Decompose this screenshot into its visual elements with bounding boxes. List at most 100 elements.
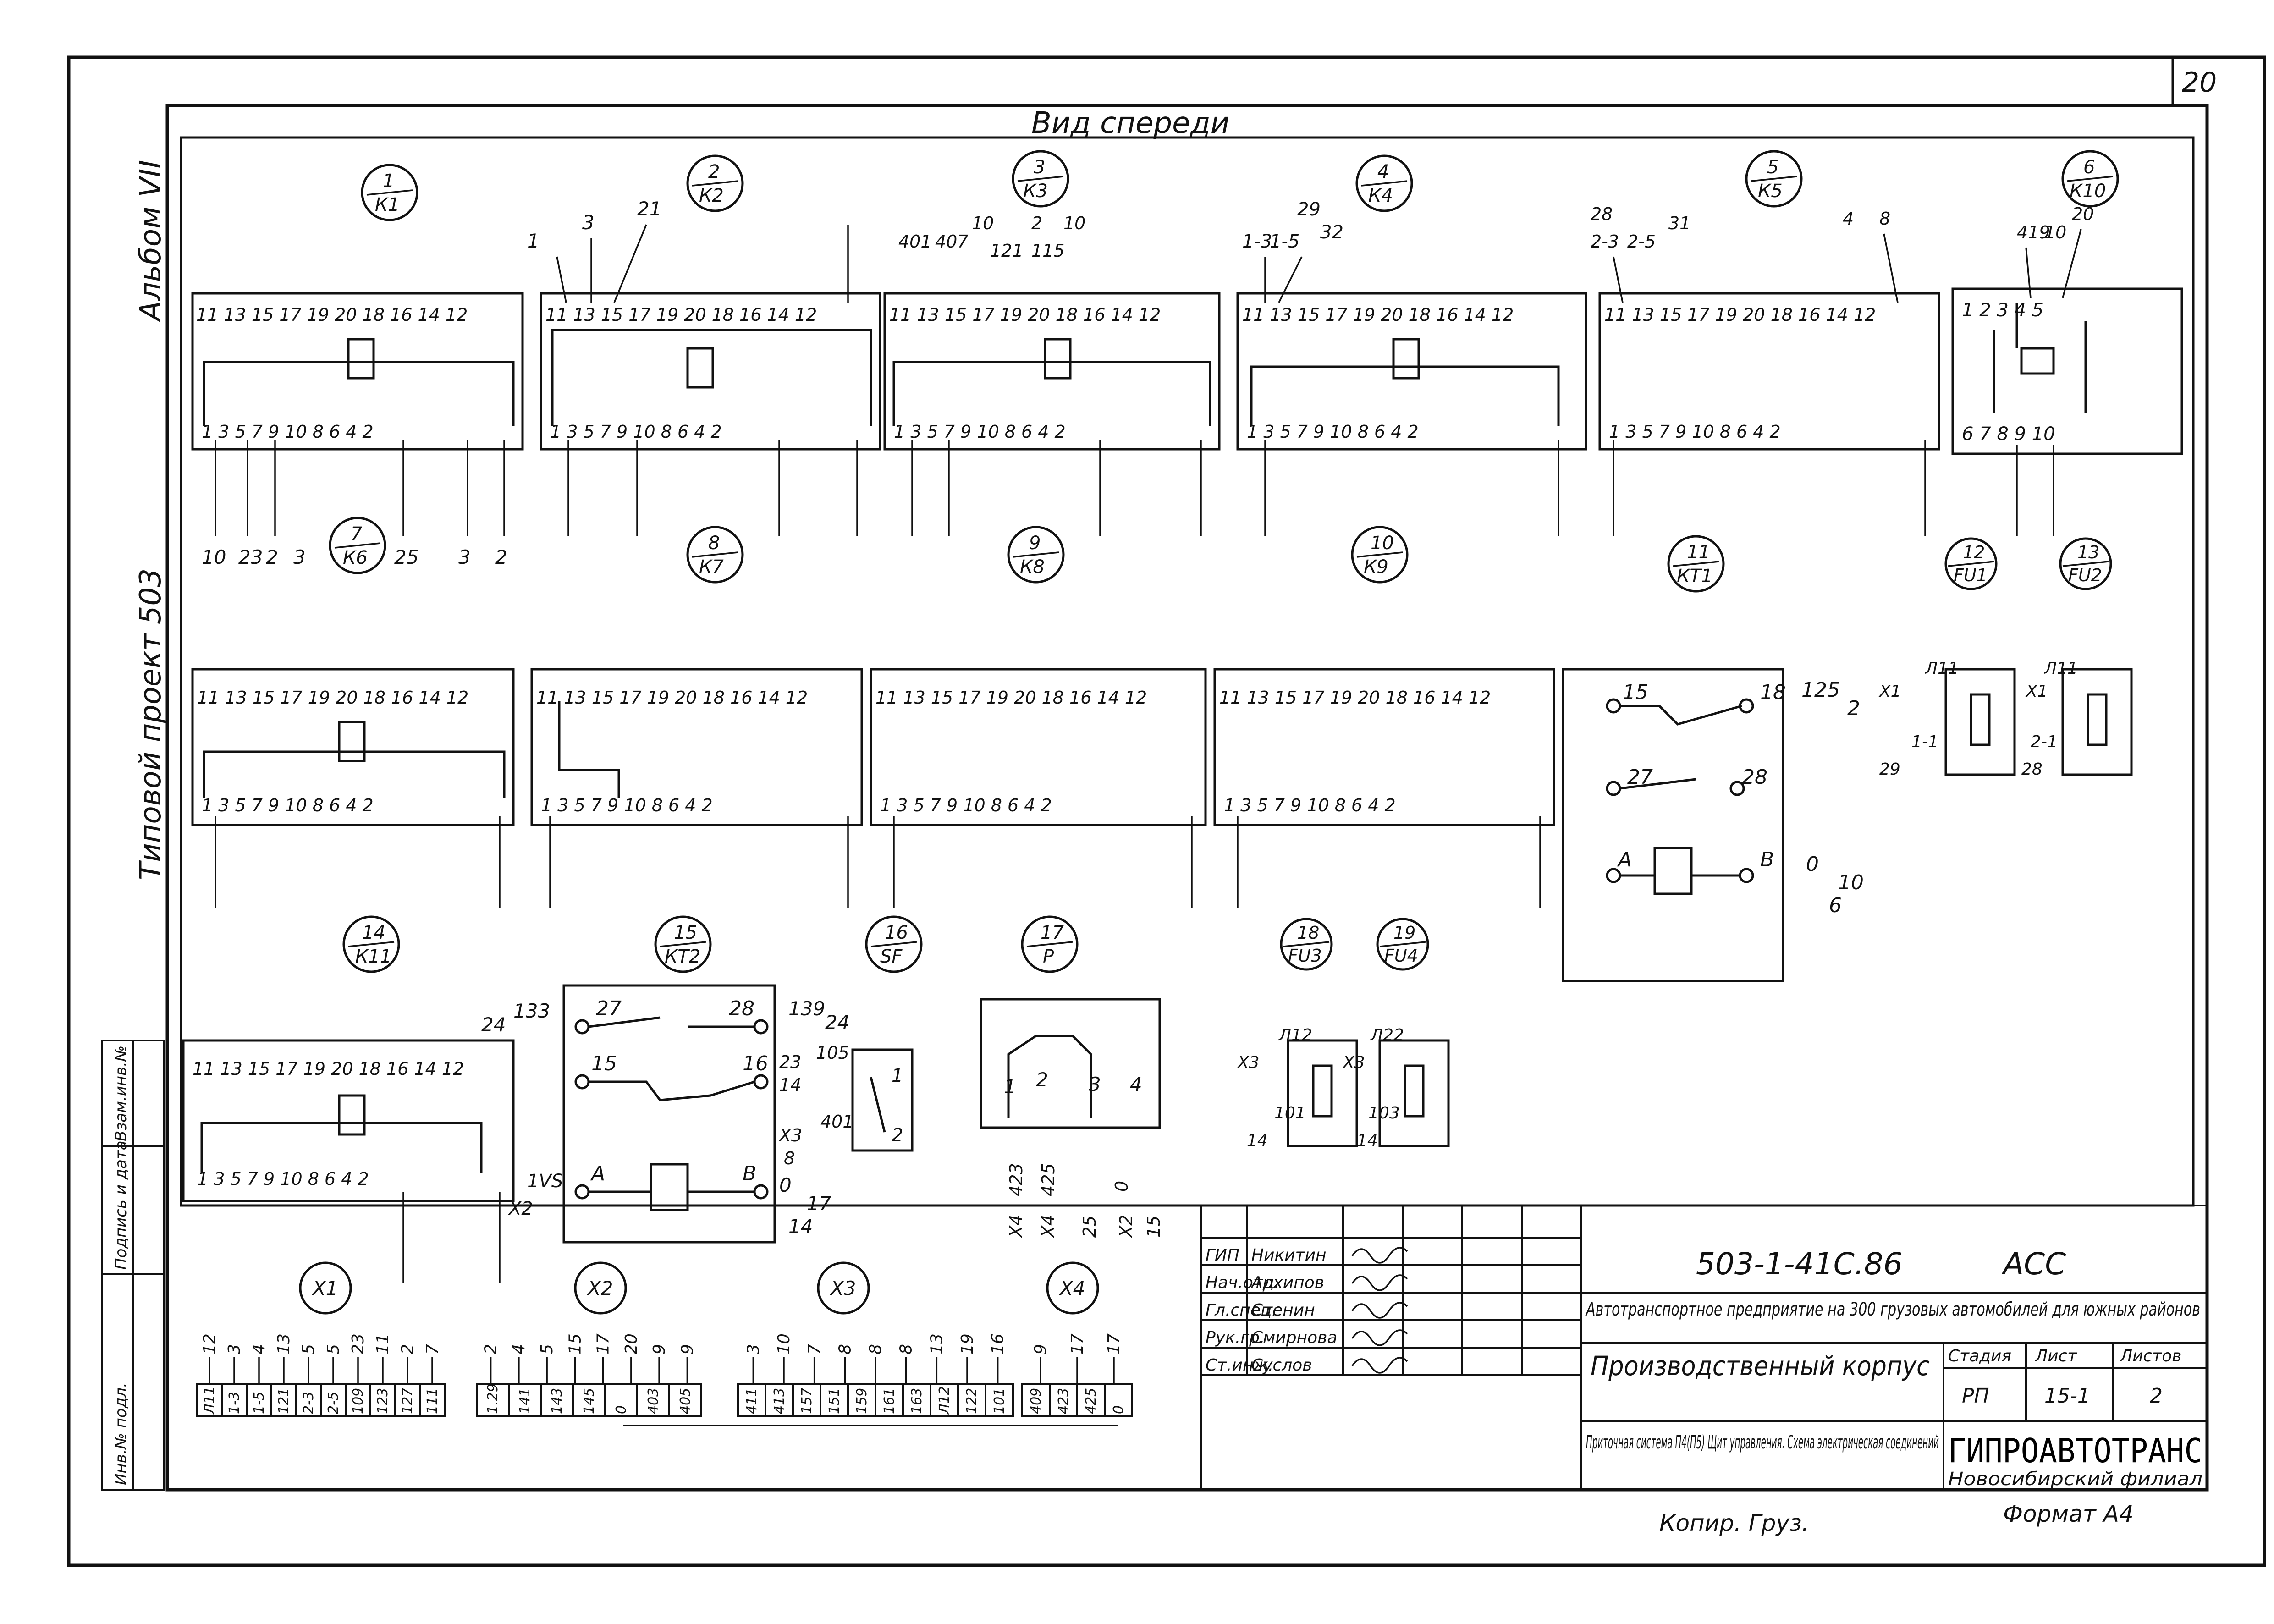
terminal-cell-label: 111 [424,1388,440,1414]
device-number: 14 [362,922,385,943]
relay-k6: 7 К6 11 13 15 17 19 20 18 16 14 12 1 3 5… [191,517,515,908]
terminal-block-x1-marker [299,1261,352,1315]
k2-wire: 1 [527,230,540,252]
fuse-wire: 103 [1368,1104,1400,1123]
terminals-bottom: 1 3 5 7 9 10 8 6 4 2 [894,422,1066,442]
device-number: 6 [2083,157,2095,178]
kt2-pin: 16 [743,1052,768,1075]
k1-wire: 25 [394,546,418,568]
k10-terminals-top: 1 2 3 4 5 [1962,300,2043,321]
terminal-cell-label: Л11 [202,1386,218,1415]
signature-name: Архипов [1250,1273,1324,1292]
p-pin: 2 [1036,1068,1048,1091]
terminals-top: 11 13 15 17 19 20 18 16 14 12 [545,305,817,325]
p-wire: 425 [1038,1163,1058,1196]
k3-wire: 2 [1031,213,1042,233]
fuse-wire: Л11 [2043,659,2078,678]
terminal-wire-number: 12 [200,1333,219,1354]
device-number: 1 [383,171,394,192]
terminal-wire-number: 5 [324,1344,343,1354]
signature-name: Суслов [1251,1356,1312,1375]
terminal-wire-number: 23 [349,1333,368,1354]
terminal-cell-label: 109 [350,1388,366,1414]
terminal-wire-number: 2 [482,1344,501,1354]
k3-wire: 10 [1063,213,1085,233]
terminal-cell-label: 121 [276,1388,292,1414]
k4-wire: 1-3 [1242,231,1272,252]
k3-wire: 407 [935,231,969,252]
kt1-pin: 15 [1623,681,1648,704]
device-number: 16 [885,922,908,943]
signature-scribble [1351,1302,1408,1319]
k4-wire: 29 [1297,199,1321,220]
kt2-wire: 1VS [527,1171,563,1192]
k4-wire: 32 [1320,222,1343,243]
device-code: К5 [1758,181,1783,202]
terminals-top: 11 13 15 17 19 20 18 16 14 12 [193,1059,464,1079]
fuse-wire: Х3 [1342,1053,1365,1072]
terminal-cell-label: 161 [881,1388,897,1414]
p-wire: 25 [1079,1216,1100,1238]
sheets-label: Листов [2119,1347,2181,1365]
fuse-wire: 101 [1274,1104,1306,1123]
terminal-wire-number: 7 [423,1344,442,1354]
timer-relay-kt1: 11 КТ1 15 18 125 2 27 28 А В 0 10 6 [1562,535,1864,982]
relay-k9: 10 К9 11 13 15 17 19 20 18 16 14 12 1 3 … [1213,526,1555,908]
signature-scribble [1351,1357,1408,1374]
terminal-cell-label: 403 [645,1388,661,1414]
k5-wire: 2-3 [1591,231,1619,252]
terminal-wire-number: 2 [398,1344,417,1354]
terminals-top: 11 13 15 17 19 20 18 16 14 12 [536,688,808,708]
fuse-wire: 1-1 [1911,732,1938,751]
fuse-wire: Х1 [2025,682,2048,701]
terminals-top: 11 13 15 17 19 20 18 16 14 12 [1604,305,1876,325]
p-wire: 0 [1112,1181,1132,1192]
sheets-value: 2 [2150,1384,2163,1408]
p-wire: 15 [1144,1216,1164,1238]
fuse-wire: Л22 [1370,1026,1404,1045]
doc-code: 503-1-41С.86 [1696,1246,1903,1282]
drawing-frame [67,55,2266,1567]
device-code: КТ1 [1677,566,1712,587]
view-title: Вид спереди [1031,106,1229,140]
terminal-wire-number: 9 [1031,1344,1050,1354]
kt1-pin: 28 [1742,765,1767,789]
fuse-wire: 29 [1879,760,1900,779]
terminal-cell-label: 425 [1083,1388,1099,1414]
drawing-title: Приточная система П4(П5) Щит управления.… [1586,1432,1939,1453]
side-stamp-inv: Инв.№ подл. [112,1382,130,1485]
power-switch-p: 17 Р 1 2 3 4 Х4 Х4 423 425 25 Х2 0 15 [980,915,1164,1239]
device-number: 17 [1041,922,1064,943]
k2-wire: 21 [637,198,661,220]
terminal-block-name: Х1 [312,1277,338,1299]
device-code: К7 [699,556,724,578]
project-name: Автотранспортное предприятие на 300 груз… [1585,1299,2200,1320]
kt1-wire: 2 [1847,697,1860,720]
format-label: Формат А4 [2003,1501,2134,1527]
kt2-pin: А [590,1162,605,1185]
device-code: К1 [375,194,400,215]
terminal-cell-label: 163 [909,1388,925,1414]
k1-wire: 3 [293,546,306,568]
terminal-cell-label: 143 [549,1388,565,1414]
terminal-wire-number: 9 [678,1344,697,1354]
terminal-wire-number: 9 [650,1344,669,1354]
terminal-cell-label: 0 [1111,1405,1127,1414]
k4-wire: 1-5 [1270,231,1299,252]
k5-wire: 28 [1591,204,1613,224]
terminal-cell-label: 2-3 [301,1392,317,1414]
terminals-bottom: 1 3 5 7 9 10 8 6 4 2 [550,422,722,442]
panel-front-view [180,136,2195,1207]
terminal-cell-label: 123 [375,1388,391,1414]
k3-wire: 10 [972,213,994,233]
device-number: 9 [1029,533,1041,554]
relay-k3: 3 К3 11 13 15 17 19 20 18 16 14 12 1 3 5… [883,150,1221,536]
stage-label: Стадия [1948,1347,2011,1365]
terminal-block-x4-marker [1046,1261,1099,1315]
fuse-fu4: 19 FU4 Х3 Л22 103 14 [1342,918,1450,1150]
terminals-bottom: 1 3 5 7 9 10 8 6 4 2 [1247,422,1419,442]
kt2-wire: 17 [807,1192,831,1215]
building-name: Производственный корпус [1591,1350,1930,1382]
